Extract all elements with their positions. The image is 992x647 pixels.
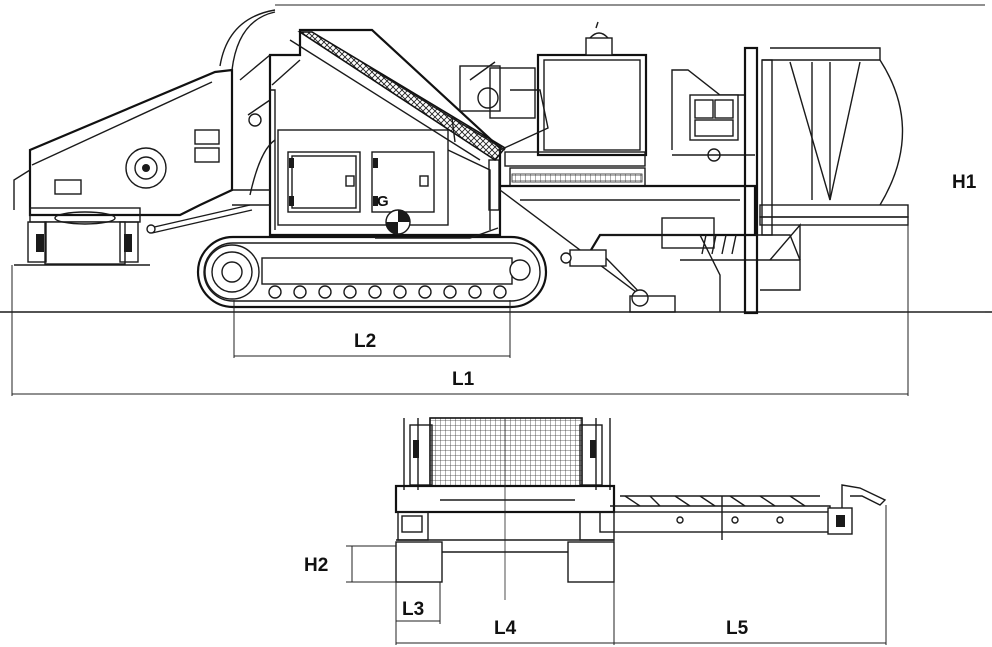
screen-mesh [429,417,583,487]
main-body [232,28,502,237]
dimension-label-h2: H2 [304,555,328,576]
side-view: G [0,4,992,396]
rear-cylinder [149,204,253,234]
front-drum-frame [743,46,909,315]
dimension-label-l4: L4 [494,618,517,639]
engine-compartment [459,21,648,187]
dimension-l1: L1 [11,215,909,396]
operator-platform [671,69,755,162]
rear-hopper [13,9,276,217]
center-of-gravity-marker: G [375,193,499,239]
dimension-label-l5: L5 [726,618,749,639]
dimension-l4-l5: L4 L5 [395,505,887,645]
dimension-label-l1: L1 [452,369,475,390]
gravity-label: G [377,193,389,210]
crawler-track [196,235,548,309]
dimension-l2: L2 [233,300,511,358]
side-conveyor [599,484,887,540]
rear-cylinder-pin [146,224,156,234]
front-frame [499,184,801,313]
dimension-h2: H2 [304,545,396,583]
rear-roller-assembly [14,207,150,266]
inclined-conveyor [289,31,507,162]
dimension-l3: L3 [395,582,441,624]
dimension-label-l2: L2 [354,331,376,352]
dimension-label-l3: L3 [402,599,424,620]
dimension-label-h1: H1 [952,172,977,193]
end-view: H2 L3 L4 L5 [304,417,887,645]
